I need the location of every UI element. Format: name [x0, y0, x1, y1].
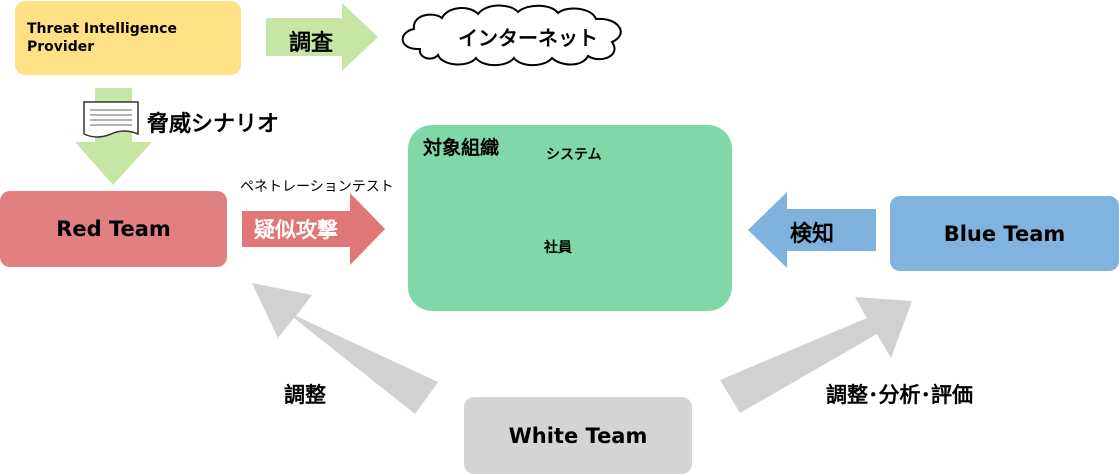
- red-team-label: Red Team: [56, 217, 171, 241]
- detection-label: 検知: [790, 222, 835, 247]
- coord-analysis-eval-label: 調整･分析･評価: [826, 383, 973, 407]
- scenario-arrow: [75, 88, 152, 185]
- blue-team-box: Blue Team: [890, 196, 1119, 271]
- internet-label: インターネット: [458, 26, 598, 50]
- attack-arrow: [242, 193, 385, 265]
- employees-label: 社員: [544, 240, 572, 256]
- investigate-arrow: [266, 3, 378, 71]
- internet-cloud-icon: [401, 4, 622, 67]
- coord-analysis-arrow: [720, 297, 912, 413]
- document-icon: [83, 101, 139, 138]
- target-organization-box: [408, 125, 732, 311]
- coordination-label: 調整: [284, 383, 326, 407]
- blue-team-label: Blue Team: [943, 221, 1066, 246]
- threat-intel-provider-box: Threat Intelligence Provider: [15, 1, 241, 75]
- systems-label: システム: [546, 147, 602, 163]
- investigate-label: 調査: [289, 31, 334, 56]
- target-organization-label: 対象組織: [423, 137, 500, 159]
- simulated-attack-label: 疑似攻撃: [254, 218, 338, 242]
- pentest-label: ペネトレーションテスト: [240, 179, 394, 195]
- threat-scenario-label: 脅威シナリオ: [147, 112, 280, 137]
- detection-arrow: [748, 192, 876, 268]
- threat-intel-provider-label: Threat Intelligence Provider: [27, 21, 177, 55]
- white-team-label: White Team: [508, 423, 648, 448]
- red-team-box: Red Team: [0, 191, 227, 267]
- coordination-arrow: [252, 283, 438, 414]
- white-team-box: White Team: [464, 397, 692, 474]
